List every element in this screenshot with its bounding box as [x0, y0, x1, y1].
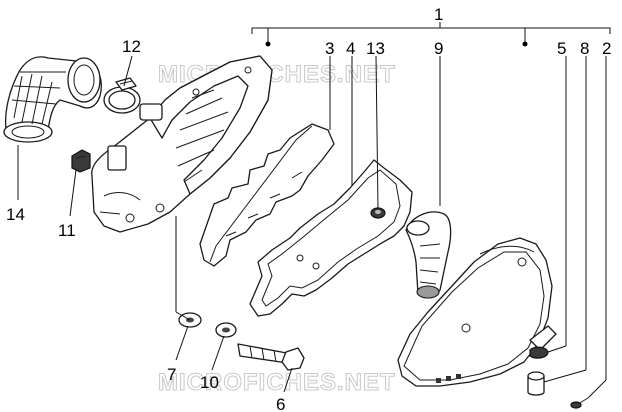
- callout-labels: 1 2 3 4 5 6 7 8 9 10 11 12 13 14: [6, 5, 611, 412]
- filter-element-part: [199, 123, 335, 267]
- retaining-clip-part: [529, 346, 549, 359]
- callout-10: 10: [200, 373, 219, 392]
- intake-duct-part: [3, 56, 102, 143]
- callout-14: 14: [6, 205, 25, 224]
- callout-2: 2: [602, 39, 611, 58]
- callout-13: 13: [366, 39, 385, 58]
- bolt-part: [237, 343, 305, 371]
- callout-8: 8: [580, 39, 589, 58]
- callout-7: 7: [167, 365, 176, 384]
- assembly-bracket: [251, 22, 611, 47]
- filter-cover-part: [397, 237, 557, 387]
- washer-part: [215, 322, 237, 338]
- grommet-part: [370, 207, 386, 219]
- sleeve-part: [527, 371, 545, 396]
- hose-clamp-part: [103, 77, 141, 114]
- callout-9: 9: [434, 39, 443, 58]
- callout-4: 4: [346, 39, 355, 58]
- callout-6: 6: [276, 395, 285, 412]
- callout-3: 3: [325, 39, 334, 58]
- callout-11: 11: [58, 221, 76, 240]
- watermark-bottom: MICROFICHES.NET: [158, 369, 396, 396]
- gasket-part: [249, 159, 413, 317]
- callout-5: 5: [557, 39, 566, 58]
- callout-12: 12: [122, 37, 141, 56]
- callout-1: 1: [434, 5, 443, 24]
- leader-lines: [17, 55, 607, 399]
- clip-part: [71, 149, 91, 173]
- screw-part: [570, 397, 589, 409]
- breather-tube-part: [405, 211, 452, 299]
- filter-housing-part: [91, 55, 273, 233]
